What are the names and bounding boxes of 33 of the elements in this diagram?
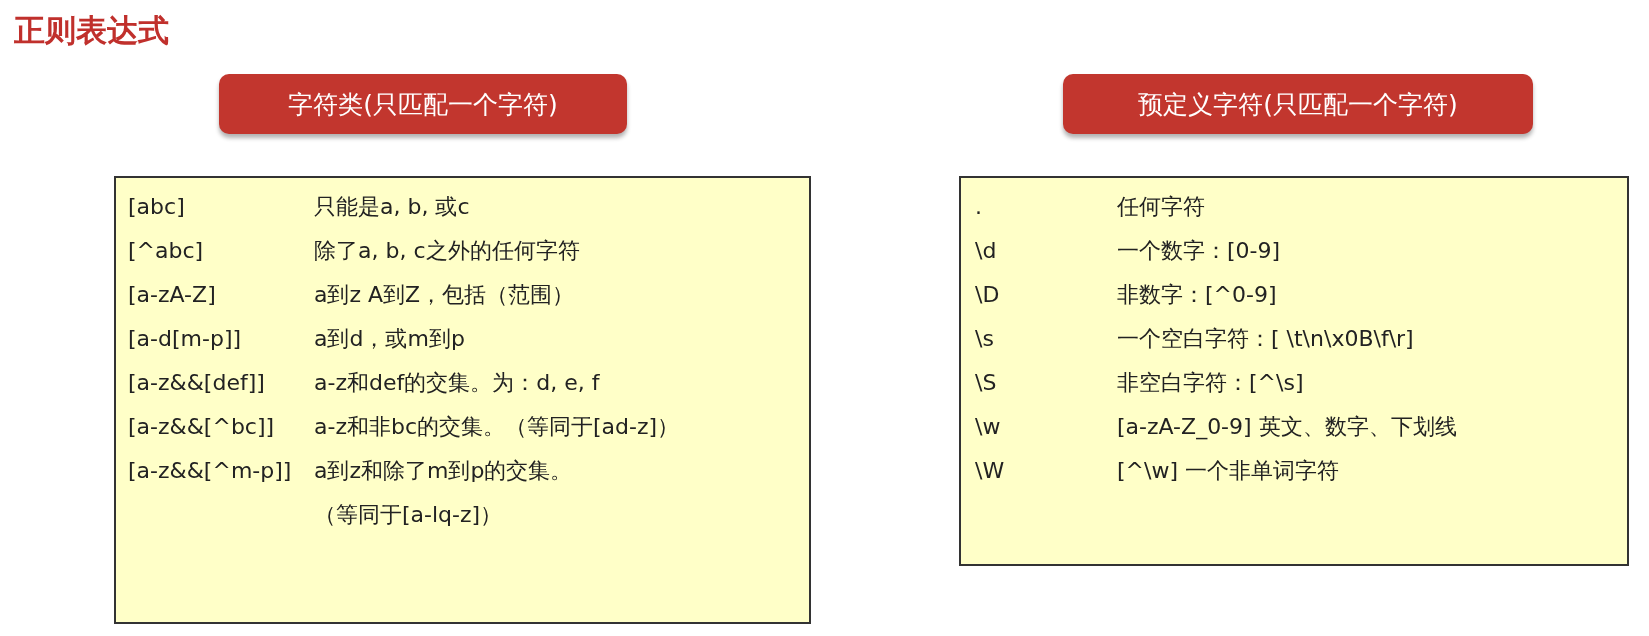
description-text: 只能是a, b, 或c	[314, 193, 470, 221]
regex-pattern: [a-d[m-p]]	[128, 325, 242, 353]
regex-pattern: \w	[975, 413, 1001, 441]
regex-pattern: \D	[975, 281, 1000, 309]
description-text: a到z A到Z，包括（范围）	[314, 281, 575, 309]
description-text: a-z和def的交集。为：d, e, f	[314, 369, 600, 397]
regex-pattern: [a-z&&[^bc]]	[128, 413, 275, 441]
regex-pattern: [a-z&&[def]]	[128, 369, 265, 397]
regex-pattern: [a-z&&[^m-p]]	[128, 457, 292, 485]
regex-pattern: \d	[975, 237, 997, 265]
section-header: 预定义字符(只匹配一个字符)	[1063, 74, 1533, 134]
description-text: a到z和除了m到p的交集。（等同于[a-lq-z]）	[314, 457, 574, 529]
section-header: 字符类(只匹配一个字符)	[219, 74, 627, 134]
description-text: 任何字符	[1117, 193, 1205, 221]
regex-pattern: [abc]	[128, 193, 185, 221]
description-text: 一个数字：[0-9]	[1117, 237, 1281, 265]
description-text: 一个空白字符：[ \t\n\x0B\f\r]	[1117, 325, 1414, 353]
regex-pattern: [a-zA-Z]	[128, 281, 216, 309]
description-text: a到d，或m到p	[314, 325, 465, 353]
description-text: [^\w] 一个非单词字符	[1117, 457, 1339, 485]
definition-table	[114, 176, 811, 624]
regex-pattern: [^abc]	[128, 237, 204, 265]
regex-pattern: \s	[975, 325, 994, 353]
page-title: 正则表达式	[14, 11, 169, 50]
description-text: a-z和非bc的交集。（等同于[ad-z]）	[314, 413, 680, 441]
description-text: 非空白字符：[^\s]	[1117, 369, 1304, 397]
regex-pattern: .	[975, 193, 982, 221]
regex-pattern: \W	[975, 457, 1005, 485]
description-text: 非数字：[^0-9]	[1117, 281, 1277, 309]
definition-table	[959, 176, 1629, 566]
regex-pattern: \S	[975, 369, 997, 397]
description-text: 除了a, b, c之外的任何字符	[314, 237, 580, 265]
description-text: [a-zA-Z_0-9] 英文、数字、下划线	[1117, 413, 1457, 442]
